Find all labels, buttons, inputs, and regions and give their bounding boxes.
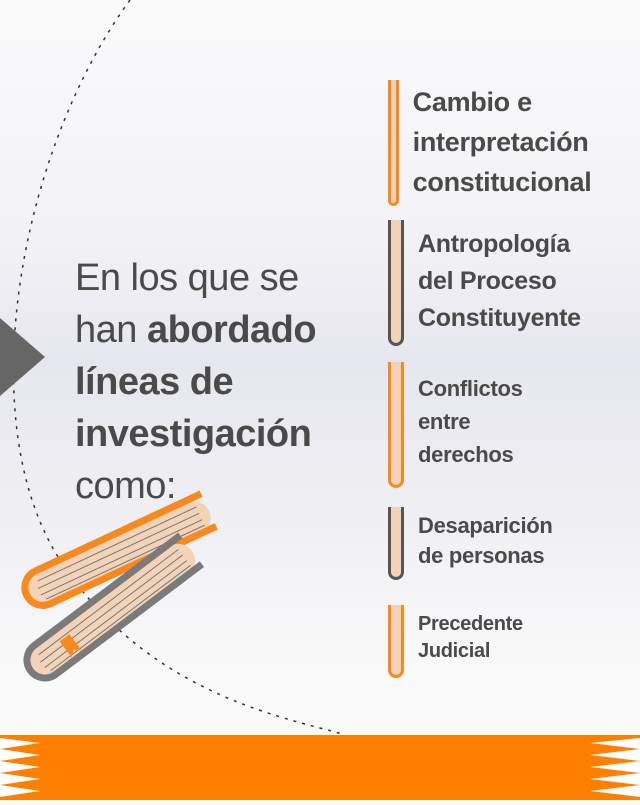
heading-line: como: [75,465,176,507]
main-heading: En los que se han abordado líneas de inv… [75,252,317,512]
zigzag-decoration [0,738,640,797]
bottom-orange-band [0,735,640,800]
item-label: Conflictos entre derechos [418,376,523,467]
book-spine-icon [388,605,404,678]
heading-bold: investigación [75,413,312,455]
book-spine-icon [388,507,404,580]
book-spine-icon [388,362,404,488]
book-spine-icon [388,80,399,206]
book-spine-icon [388,220,404,346]
research-line-item: Cambio e interpretación constitucional [388,80,640,206]
dotted-arc [12,0,346,736]
research-line-item: Precedente Judicial [388,605,548,678]
research-line-item: Antropología del Proceso Constituyente [388,220,608,346]
heading-line: En los que se [75,257,299,299]
heading-bold: líneas de [75,361,234,403]
item-label: Antropología del Proceso Constituyente [418,230,581,332]
item-label: Precedente Judicial [418,613,523,662]
book-gray-icon [23,532,205,682]
item-label: Desaparición de personas [418,513,553,568]
research-line-item: Desaparición de personas [388,507,578,580]
heading-bold: abordado [146,309,317,351]
bookmark-icon [59,634,82,658]
triangle-pointer-icon [0,318,45,396]
item-label: Cambio e interpretación constitucional [412,87,592,197]
book-orange-icon [21,490,218,609]
research-line-item: Conflictos entre derechos [388,362,548,488]
heading-line: han abordado [75,304,317,356]
heading-text: han [75,309,147,351]
